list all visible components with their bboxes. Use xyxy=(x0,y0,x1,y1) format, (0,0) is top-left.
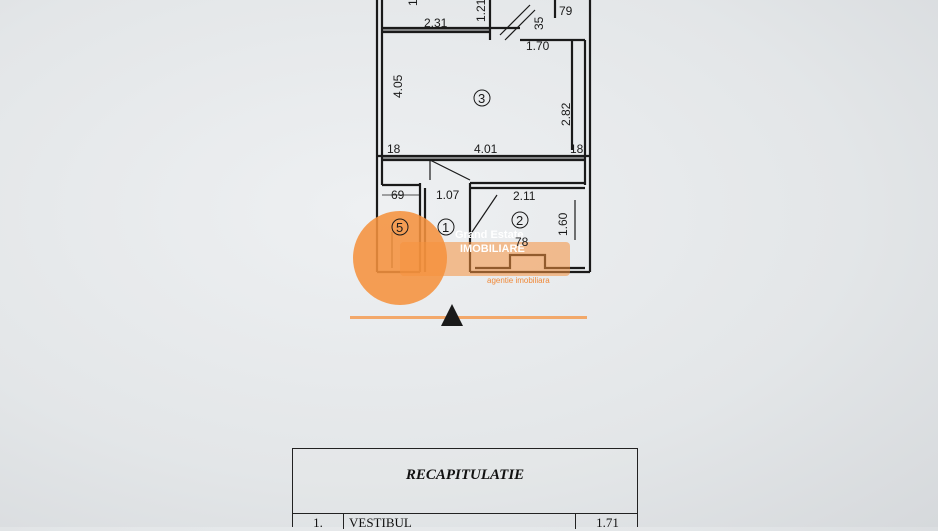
dim-top-right: 79 xyxy=(559,4,573,18)
recap-title: RECAPITULATIE xyxy=(405,467,525,483)
dim-room3-height: 4.05 xyxy=(391,74,405,98)
dim-room2-lower: 78 xyxy=(515,235,529,249)
recap-row-area: 1.71 xyxy=(596,515,619,530)
watermark-line1: Grand Estate xyxy=(455,229,523,241)
watermark-logo: Grand Estate IMOBILIARE agentie imobilia… xyxy=(350,211,587,319)
dim-wall-right: 18 xyxy=(570,142,584,156)
dim-vestibule-width: 1.07 xyxy=(436,188,460,202)
dim-wall-left: 18 xyxy=(387,142,401,156)
dim-room2-height: 1.60 xyxy=(556,212,570,236)
dim-room3-inner-height: 2.82 xyxy=(559,102,573,126)
recap-table: RECAPITULATIE 1. VESTIBUL 1.71 xyxy=(292,448,638,530)
dim-top-small: 35 xyxy=(532,16,546,30)
dim-top-left-width: 2.31 xyxy=(424,16,448,30)
room-2-label: 2 xyxy=(516,213,523,228)
recap-row-name: VESTIBUL xyxy=(343,514,576,530)
recap-row-number: 1. xyxy=(293,514,344,530)
dim-room3-width: 4.01 xyxy=(474,142,498,156)
table-row: 1. VESTIBUL 1.71 xyxy=(293,513,637,530)
room-3-label: 3 xyxy=(478,91,485,106)
room-circles xyxy=(391,89,529,236)
watermark-line3: agentie imobiliara xyxy=(487,276,550,285)
entrance-arrow-icon xyxy=(441,304,463,326)
dim-stair-width: 1.70 xyxy=(526,39,550,53)
room-5-label: 5 xyxy=(396,220,403,235)
watermark-line2: IMOBILIARE xyxy=(460,243,525,255)
room-1-label: 1 xyxy=(442,220,449,235)
dim-room5-width: 69 xyxy=(391,188,405,202)
dim-top-mid-height: 1.21 xyxy=(474,0,488,22)
dim-room2-width: 2.11 xyxy=(513,189,536,203)
dim-top-partial: 1. xyxy=(406,0,420,6)
